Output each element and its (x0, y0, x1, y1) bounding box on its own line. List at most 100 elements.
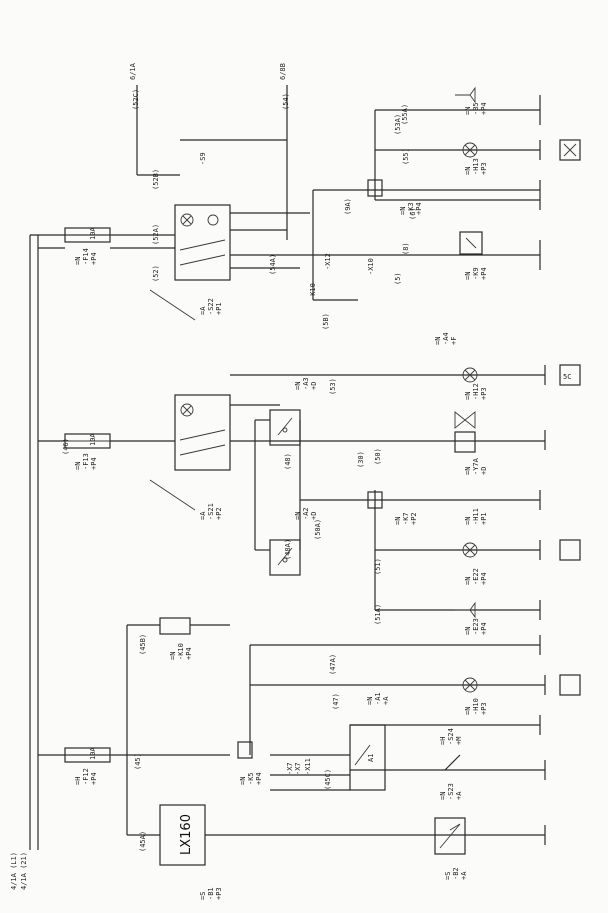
a1-label-2: -A1 (374, 692, 382, 705)
module-a3 (269, 409, 301, 446)
h12-label-3: +P3 (480, 387, 488, 400)
k7-label-3: +P2 (410, 512, 418, 525)
e23-label-3: +P4 (480, 622, 488, 635)
k3-label-3: +P4 (415, 202, 423, 215)
s24-label-2: -S24 (447, 728, 455, 745)
sensor-b2 (434, 817, 466, 855)
k5-label-3: +P4 (255, 772, 263, 785)
a2-label-3: +D (310, 512, 318, 520)
svg-text:5C: 5C (563, 373, 571, 381)
symbol-5c: 5C (559, 364, 581, 386)
k3-label-2: -K3 (407, 202, 415, 215)
lamp-s22 (207, 214, 219, 226)
y7-label-2: -Y7A (472, 457, 480, 475)
wire-30: (30) (357, 451, 365, 468)
wire-54a: (54A) (269, 254, 277, 275)
y7-label-3: +D (480, 467, 488, 475)
wire-48a: (48A) (284, 539, 292, 560)
k3-label-1: =N (399, 207, 407, 215)
h10-label-3: +P3 (480, 702, 488, 715)
switch-s21 (149, 394, 231, 511)
x7b-label: -X7 (294, 762, 302, 775)
f13-rating: 10A (89, 433, 97, 446)
a4-label-3: +F (450, 337, 458, 345)
h13-label-2: -H13 (472, 158, 480, 175)
k7-label-1: =N (394, 517, 402, 525)
k10b-label: -K10 (309, 283, 317, 300)
a3-label-2: -A3 (302, 377, 310, 390)
wire-8: (8) (402, 242, 410, 255)
x11-label: -X11 (304, 758, 312, 775)
k5-label-2: -K5 (247, 772, 255, 785)
s23-label-3: +A (455, 791, 463, 800)
wire-5b: (5B) (322, 313, 330, 330)
wire-6: (6) (409, 207, 417, 220)
k10a-label-1: =N (169, 652, 177, 660)
s22-label-1: =A (199, 306, 207, 315)
fuse-f14 (64, 227, 111, 243)
symbol-51 (559, 539, 581, 561)
switch-s22 (149, 204, 231, 321)
s22-label-3: +P1 (215, 302, 223, 315)
f14-label-3: +P4 (90, 252, 98, 265)
wire-51: (51) (374, 558, 382, 575)
switch-s23 (444, 754, 461, 771)
relay-k9 (459, 231, 483, 255)
wire-48: (48) (284, 453, 292, 470)
f12-label-3: +P4 (90, 772, 98, 785)
bottom-ref-line2: 4/1A (21) (20, 852, 28, 890)
horn-b5 (455, 86, 476, 104)
h11-label-2: -H11 (472, 508, 480, 525)
k10a-label-3: +P4 (185, 647, 193, 660)
bottom-ref-line1: 4/1A (L1) (10, 852, 18, 890)
k10a-label-2: -K10 (177, 643, 185, 660)
e22-label-3: +P4 (480, 572, 488, 585)
lamp-h10 (462, 677, 478, 693)
b5-label-1: =N (464, 107, 472, 115)
h10-label-1: =N (464, 707, 472, 715)
b5-label-2: -B5 (472, 102, 480, 115)
k7-label-2: -K7 (402, 512, 410, 525)
s23-label-2: -S23 (447, 783, 455, 800)
module-a1 (349, 724, 386, 791)
wire-47: (47) (332, 693, 340, 710)
module-a2 (269, 539, 301, 576)
f14-label-1: =N (74, 257, 82, 265)
wire-45b: (45B) (139, 634, 147, 655)
wire-52: (52) (152, 265, 160, 282)
x10-label: -X10 (367, 258, 375, 275)
horizontal-wires (65, 109, 545, 836)
f12-label-1: =H (74, 777, 82, 785)
x12-label: -X12 (324, 253, 332, 270)
s22-label-2: -S22 (207, 298, 215, 315)
top-ref-right: 6/8B (279, 63, 287, 80)
b5-label-3: +P4 (480, 102, 488, 115)
s24-label-1: =H (439, 737, 447, 745)
wire-55a: (55A) (401, 104, 409, 125)
lamp-h12 (462, 367, 478, 383)
lamp-h11 (462, 542, 478, 558)
wire-52c: (52C) (132, 89, 140, 110)
a4-label-2: -A4 (442, 332, 450, 345)
a2-label-1: =N (294, 512, 302, 520)
wire-51a: (51A) (374, 604, 382, 625)
k9-label-2: -K9 (472, 267, 480, 280)
vertical-wires (126, 85, 376, 835)
lx160-label: LX160 (179, 814, 194, 855)
wire-52b: (52B) (152, 169, 160, 190)
y7-label-1: =N (464, 467, 472, 475)
wire-45a: (45A) (139, 831, 147, 852)
relay-k7 (367, 491, 383, 509)
a1-tag: A1 (367, 754, 375, 762)
lx_ref-label-3: +P3 (215, 887, 223, 900)
controller-lx160 (159, 804, 206, 866)
b2-label-3: +A (460, 871, 468, 880)
e22-label-1: =N (464, 577, 472, 585)
wire-50: (50) (374, 448, 382, 465)
s24-label-3: +M (455, 737, 463, 745)
b2-label-1: =S (444, 872, 452, 880)
wire-54: (54) (282, 93, 290, 110)
f13-label-3: +P4 (90, 457, 98, 470)
bus-lines (29, 234, 65, 850)
horn-e23 (455, 601, 476, 619)
